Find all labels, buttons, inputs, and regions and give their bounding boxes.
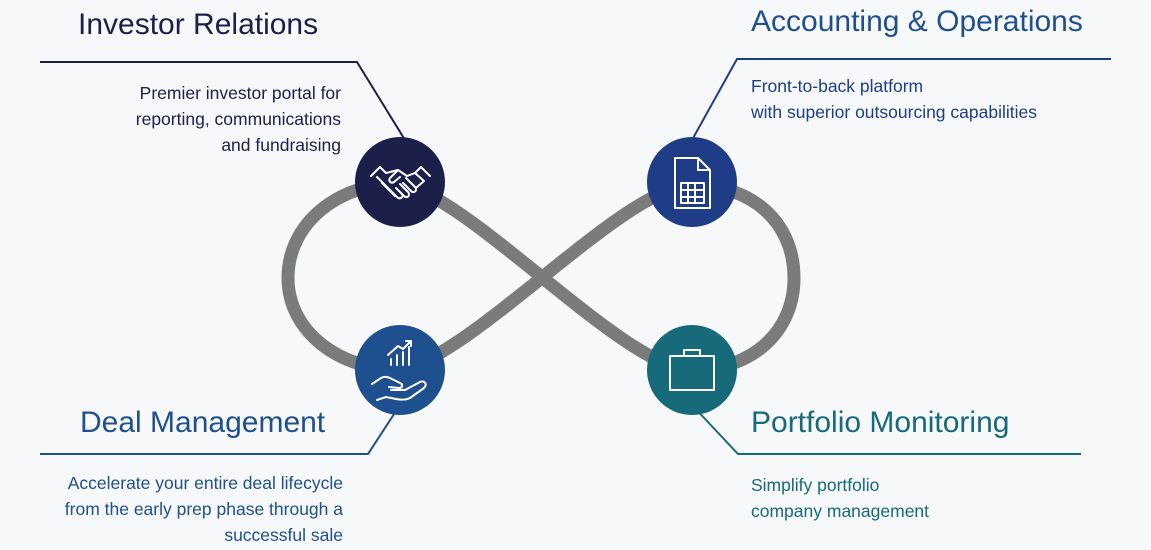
- portfolio-monitoring-node: [647, 325, 737, 415]
- description-line: with superior outsourcing capabilities: [751, 102, 1037, 122]
- spreadsheet-document-icon: [674, 157, 711, 209]
- deal-management-title: Deal Management: [80, 406, 326, 439]
- description-line: Accelerate your entire deal lifecycle: [67, 473, 343, 493]
- briefcase-icon: [669, 349, 715, 391]
- description-line: company management: [751, 501, 930, 521]
- description-line: Premier investor portal for: [139, 83, 341, 103]
- connector-investor-relations: [40, 61, 406, 141]
- connector-deal-management: [40, 404, 401, 455]
- accounting-operations-title: Accounting & Operations: [751, 5, 1083, 38]
- connector-portfolio-monitoring: [691, 404, 1081, 455]
- description-line: from the early prep phase through a: [64, 499, 343, 519]
- hand-growth-chart-icon: [371, 340, 427, 401]
- accounting-operations-description: Front-to-back platform with superior out…: [751, 73, 1037, 125]
- portfolio-monitoring-description: Simplify portfolio company management: [751, 472, 929, 524]
- description-line: Front-to-back platform: [751, 76, 924, 96]
- description-line: Simplify portfolio: [751, 475, 880, 495]
- deal-management-node: [355, 325, 445, 415]
- investor-relations-node: [355, 137, 445, 227]
- investor-relations-title: Investor Relations: [78, 8, 319, 41]
- accounting-operations-node: [647, 137, 737, 227]
- investor-relations-description: Premier investor portal for reporting, c…: [136, 80, 341, 158]
- description-line: and fundraising: [221, 135, 341, 155]
- description-line: reporting, communications: [135, 109, 341, 129]
- portfolio-monitoring-title: Portfolio Monitoring: [751, 406, 1010, 439]
- handshake-icon: [370, 166, 431, 200]
- description-line: successful sale: [224, 525, 343, 545]
- deal-management-description: Accelerate your entire deal lifecycle fr…: [65, 470, 343, 548]
- connector-accounting-operations: [691, 58, 1111, 141]
